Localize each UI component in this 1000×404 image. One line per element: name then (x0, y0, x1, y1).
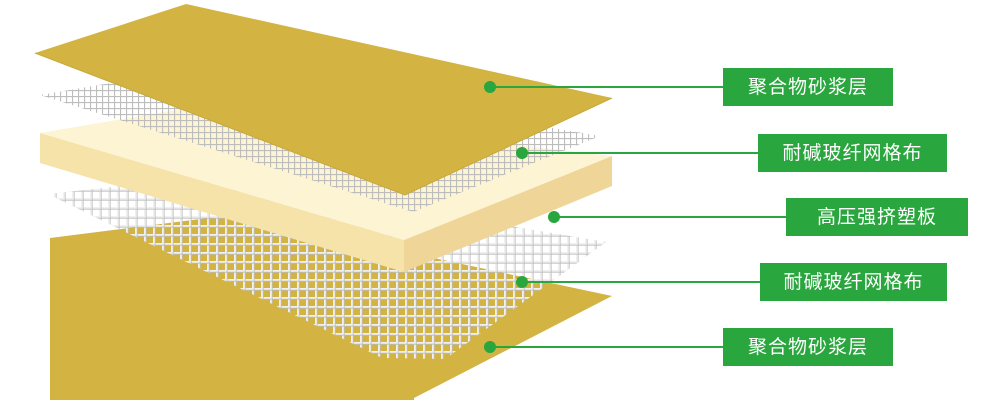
top-mortar-layer (35, 4, 612, 195)
foam-board-side (404, 156, 612, 272)
layer-label-polymer-mortar-bottom: 聚合物砂浆层 (723, 328, 893, 366)
callout-dot-3 (516, 276, 528, 288)
layer-label-mesh-top: 耐碱玻纤网格布 (758, 134, 947, 172)
layer-label-mesh-bottom: 耐碱玻纤网格布 (760, 263, 947, 301)
layer-label-polymer-mortar-top: 聚合物砂浆层 (723, 68, 893, 106)
foam-board-front (40, 133, 404, 272)
callout-dot-2 (548, 211, 560, 223)
callout-dot-4 (484, 341, 496, 353)
callout-dot-0 (484, 81, 496, 93)
layer-label-xps-board: 高压强挤塑板 (786, 198, 968, 236)
callout-dot-1 (516, 147, 528, 159)
